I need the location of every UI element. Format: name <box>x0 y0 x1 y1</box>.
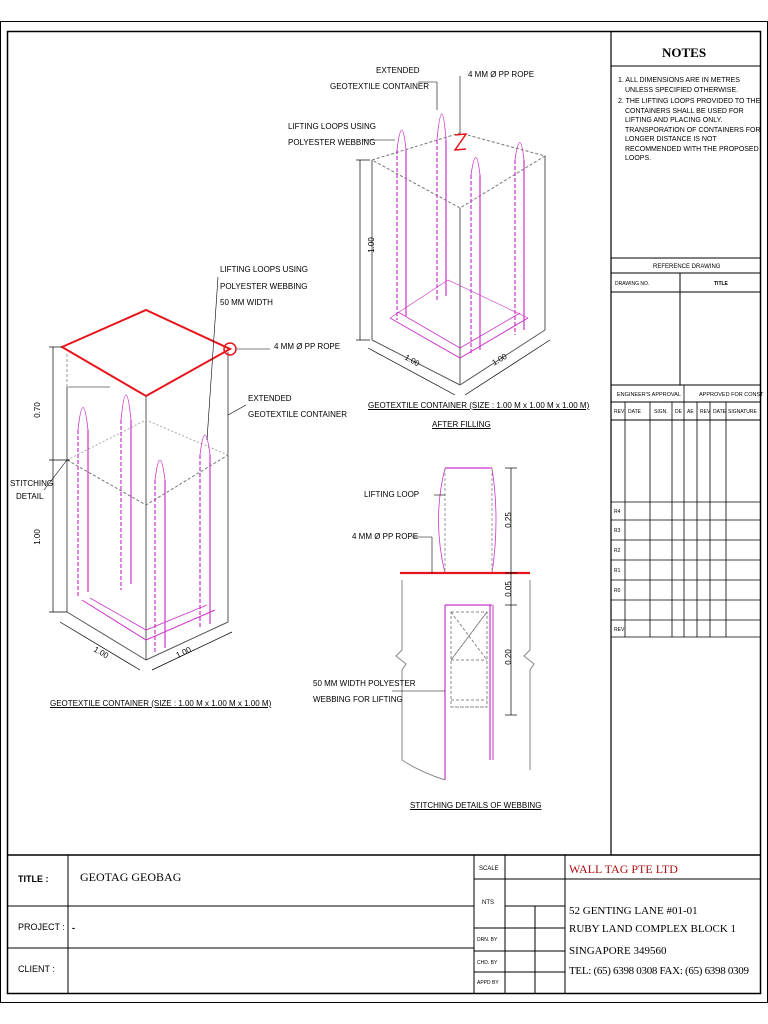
col-ae: AE <box>687 409 694 415</box>
project-value: - <box>72 923 75 933</box>
title-value: GEOTAG GEOBAG <box>80 870 182 884</box>
scale-value: NTS <box>482 900 494 906</box>
d1-dim-side: 1.00 <box>32 529 42 545</box>
d1-extended-2: GEOTEXTILE CONTAINER <box>248 410 347 419</box>
d3-webbing-1: 50 MM WIDTH POLYESTER <box>313 679 416 688</box>
reference-heading: REFERENCE DRAWING <box>653 264 721 270</box>
appd-label: APPD BY <box>477 980 499 986</box>
drawing-no-label: DRAWING NO. <box>615 281 650 287</box>
rev-r2: R2 <box>614 548 621 554</box>
d2-extended-2: GEOTEXTILE CONTAINER <box>330 82 429 91</box>
d1-dim-top: 0.70 <box>32 402 42 418</box>
col-date: DATE <box>628 409 641 415</box>
address-line-3: SINGAPORE 349560 <box>569 945 667 957</box>
engineer-approval-label: ENGINEER'S APPROVAL <box>617 392 681 398</box>
d3-dim-3: 0.20 <box>503 649 513 665</box>
d2-dim-side: 1.00 <box>366 237 376 253</box>
rev-r0: R0 <box>614 588 621 594</box>
d3-dim-2: 0.05 <box>503 581 513 597</box>
chd-label: CHD. BY <box>477 960 498 966</box>
d1-lifting-loops-1: LIFTING LOOPS USING <box>220 265 309 274</box>
sheet-border <box>6 30 762 995</box>
rev-r1: R1 <box>614 568 621 574</box>
d1-rope-label: 4 MM Ø PP ROPE <box>274 342 341 351</box>
stitching-detail-drawing <box>392 467 535 781</box>
scale-label: SCALE <box>479 866 499 872</box>
note-1: 1. ALL DIMENSIONS ARE IN METRES UNLESS S… <box>618 77 740 94</box>
d1-stitching-2: DETAIL <box>16 492 44 501</box>
container-drawing-after-filling <box>356 76 551 396</box>
d3-lifting-loop: LIFTING LOOP <box>364 490 420 499</box>
title-col-label: TITLE <box>714 281 728 287</box>
d2-extended-1: EXTENDED <box>376 66 420 75</box>
notes-list: 1. ALL DIMENSIONS ARE IN METRES UNLESS S… <box>618 76 764 166</box>
container-drawing-left <box>43 276 270 671</box>
d1-extended-1: EXTENDED <box>248 394 292 403</box>
d2-lifting-loops-1: LIFTING LOOPS USING <box>288 122 377 131</box>
col-rev2: REV <box>700 409 711 415</box>
rev-r4: R4 <box>614 509 621 515</box>
d3-rope-label: 4 MM Ø PP ROPE <box>352 532 419 541</box>
d2-caption-2: AFTER FILLING <box>432 420 491 429</box>
drn-label: DRN. BY <box>477 937 498 943</box>
d3-dim-1: 0.25 <box>503 512 513 528</box>
d1-lifting-loops-3: 50 MM WIDTH <box>220 298 273 307</box>
company-name: WALL TAG PTE LTD <box>569 862 678 876</box>
approval-grid <box>611 385 760 638</box>
d2-caption: GEOTEXTILE CONTAINER (SIZE : 1.00 M x 1.… <box>368 401 590 410</box>
d3-caption: STITCHING DETAILS OF WEBBING <box>410 801 542 810</box>
title-label: TITLE : <box>18 874 49 884</box>
d1-lifting-loops-2: POLYESTER WEBBING <box>220 282 308 291</box>
address-line-2: RUBY LAND COMPLEX BLOCK 1 <box>569 923 737 935</box>
client-label: CLIENT : <box>18 964 55 974</box>
col-sign: SIGN. <box>654 409 668 415</box>
rev-r3: R3 <box>614 528 621 534</box>
approved-const-label: APPROVED FOR CONST <box>699 392 764 398</box>
rev-label: REV <box>614 627 625 633</box>
d1-stitching-1: STITCHING <box>10 479 54 488</box>
address-line-1: 52 GENTING LANE #01-01 <box>569 905 698 917</box>
col-signature: SIGNATURE <box>728 409 757 415</box>
col-date2: DATE <box>713 409 726 415</box>
notes-heading: NOTES <box>662 45 707 60</box>
note-2: 2. THE LIFTING LOOPS PROVIDED TO THE CON… <box>618 98 761 162</box>
d2-lifting-loops-2: POLYESTER WEBBING <box>288 138 376 147</box>
d2-rope-label: 4 MM Ø PP ROPE <box>468 70 535 79</box>
project-label: PROJECT : <box>18 922 65 932</box>
address-line-4: TEL: (65) 6398 0308 FAX: (65) 6398 0309 <box>569 965 749 977</box>
d1-caption: GEOTEXTILE CONTAINER (SIZE : 1.00 M x 1.… <box>50 699 272 708</box>
d3-webbing-2: WEBBING FOR LIFTING <box>313 695 403 704</box>
col-rev: REV <box>614 409 625 415</box>
col-de: DE <box>675 409 682 415</box>
